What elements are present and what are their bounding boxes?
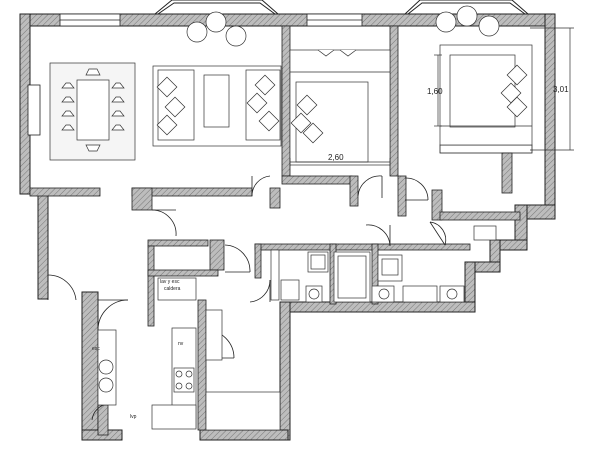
laundry-label: lav y esc (160, 279, 180, 285)
lp-label: lvp (130, 414, 137, 420)
kitchen-fixtures (97, 277, 281, 431)
dining-table-group (49, 62, 136, 161)
bedroom-2-bed (439, 44, 533, 146)
esc-label: esc (92, 346, 100, 352)
windows (27, 13, 533, 154)
bathroom-fixtures (270, 225, 497, 303)
boiler-label: caldera (164, 286, 181, 292)
bedroom-width-label: 2,60 (328, 153, 344, 162)
armchairs (186, 5, 500, 47)
bay-windows (154, 0, 529, 15)
sofa-group (152, 65, 282, 147)
doors (47, 175, 447, 421)
bedroom-height-label: 3,01 (553, 85, 569, 94)
fridge-label: nv (178, 341, 184, 347)
bedroom-depth-label: 1,60 (427, 87, 443, 96)
bedroom-2-dimensions (434, 27, 574, 151)
interior-walls (29, 25, 521, 436)
bedroom-1-bed (289, 49, 391, 166)
bedroom-1-dimension (289, 158, 391, 166)
